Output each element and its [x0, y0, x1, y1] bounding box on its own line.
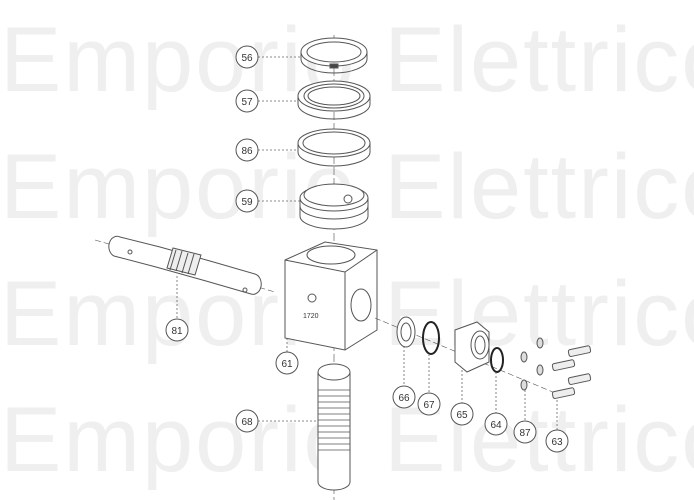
svg-text:61: 61: [281, 359, 293, 370]
svg-text:65: 65: [456, 410, 468, 421]
part-81-shaft: [94, 235, 276, 295]
callout-59: 59: [235, 189, 259, 213]
callout-87: 87: [513, 420, 537, 444]
svg-text:63: 63: [551, 437, 563, 448]
svg-text:81: 81: [171, 326, 183, 337]
callout-86: 86: [235, 138, 259, 162]
svg-text:1720: 1720: [303, 313, 319, 320]
part-63-screws: [551, 345, 592, 399]
callout-65: 65: [450, 402, 474, 426]
callout-56: 56: [235, 45, 259, 69]
callouts: 56 57 86 59 81 61 68 66 67 65 64 87 63: [165, 45, 569, 453]
callout-57: 57: [235, 89, 259, 113]
svg-text:68: 68: [241, 417, 253, 428]
part-68-tube: [317, 363, 351, 491]
callout-61: 61: [275, 351, 299, 375]
part-86-ring: [297, 128, 371, 167]
svg-text:87: 87: [519, 428, 531, 439]
svg-text:64: 64: [490, 420, 502, 431]
part-57-seal: [297, 80, 371, 120]
callout-64: 64: [484, 412, 508, 436]
part-67-oring: [422, 321, 440, 355]
svg-text:59: 59: [241, 197, 253, 208]
part-66-flange-plate: [396, 316, 416, 348]
callout-68: 68: [235, 409, 259, 433]
callout-66: 66: [392, 385, 416, 409]
part-61-housing: [284, 241, 378, 351]
part-56-ring-nut: [300, 37, 368, 74]
part-65-flange: [454, 321, 490, 373]
part-59-cap: [299, 183, 369, 230]
svg-text:67: 67: [423, 400, 435, 411]
svg-text:57: 57: [241, 97, 253, 108]
svg-text:86: 86: [241, 146, 253, 157]
svg-text:56: 56: [241, 53, 253, 64]
part-64-oring: [490, 347, 504, 373]
callout-81: 81: [165, 318, 189, 342]
part-87-washers: [520, 337, 544, 391]
callout-63: 63: [545, 429, 569, 453]
svg-text:66: 66: [398, 393, 410, 404]
callout-67: 67: [417, 392, 441, 416]
